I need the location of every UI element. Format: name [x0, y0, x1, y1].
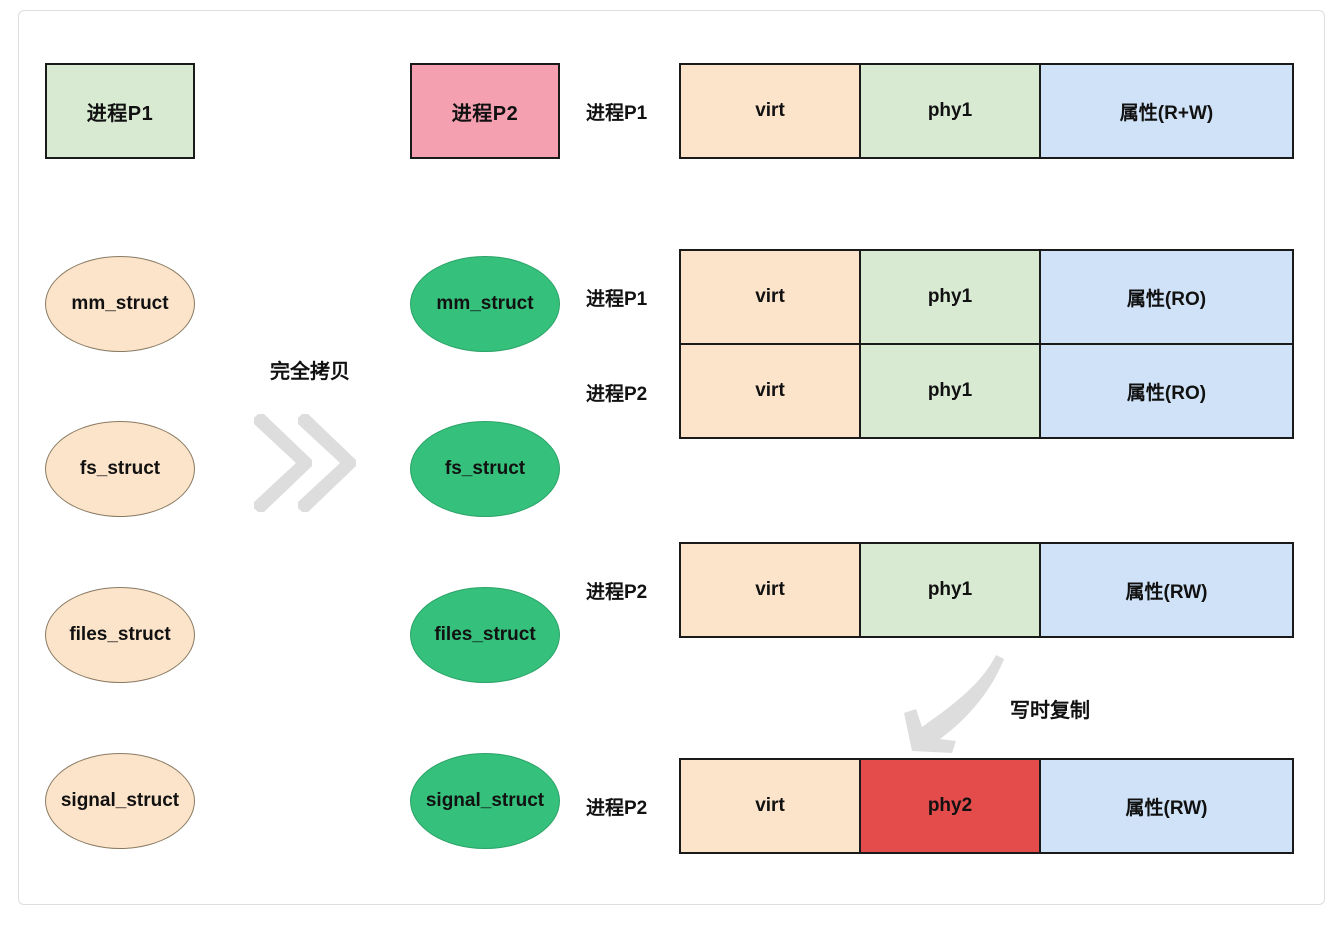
memory-map-row: 进程P1 virt phy1 属性(R+W)	[586, 63, 1294, 159]
struct-label: signal_struct	[60, 790, 180, 811]
memory-map-cell-phy: phy1	[859, 249, 1041, 345]
struct-label: files_struct	[69, 624, 171, 645]
memory-map-cell-virt: virt	[679, 758, 861, 854]
full-copy-label: 完全拷贝	[270, 361, 350, 383]
struct-label: fs_struct	[79, 458, 161, 479]
memory-map-cell-phy: phy1	[859, 542, 1041, 638]
memory-map-row: 进程P2 virt phy1 属性(RO)	[586, 343, 1294, 439]
struct-label: mm_struct	[436, 293, 534, 314]
memory-map-cell-phy: phy1	[859, 63, 1041, 159]
process-box-p1-label: 进程P1	[86, 102, 154, 125]
memory-map-cell-attr: 属性(RW)	[1039, 542, 1294, 638]
struct-ellipse-copy-signal: signal_struct	[410, 753, 560, 849]
process-box-p2-label: 进程P2	[451, 102, 519, 125]
curved-arrow-down-left-icon	[904, 655, 1004, 753]
memory-map-row-process-label: 进程P2	[586, 383, 648, 405]
memory-map-cell-virt: virt	[679, 63, 861, 159]
memory-map-cell-attr: 属性(RO)	[1039, 249, 1294, 345]
memory-map-cell-virt: virt	[679, 343, 861, 439]
process-box-p2: 进程P2	[410, 63, 560, 159]
struct-ellipse-source-mm: mm_struct	[45, 256, 195, 352]
memory-map-cell-attr: 属性(R+W)	[1039, 63, 1294, 159]
struct-label: signal_struct	[425, 790, 545, 811]
memory-map-row: 进程P2 virt phy1 属性(RW)	[586, 542, 1294, 638]
memory-map-group-after-cow: 进程P2 virt phy2 属性(RW)	[586, 758, 1294, 854]
struct-ellipse-source-fs: fs_struct	[45, 421, 195, 517]
process-box-p1: 进程P1	[45, 63, 195, 159]
memory-map-group-after-fork: 进程P1 virt phy1 属性(RO) 进程P2 virt phy1 属性(…	[586, 249, 1294, 439]
memory-map-group-before-write: 进程P2 virt phy1 属性(RW)	[586, 542, 1294, 638]
double-chevron-right-icon	[254, 414, 356, 512]
memory-map-row-process-label: 进程P2	[586, 797, 648, 819]
memory-map-row: 进程P1 virt phy1 属性(RO)	[586, 249, 1294, 345]
struct-label: files_struct	[434, 624, 536, 645]
page-frame	[18, 10, 1325, 905]
memory-map-cell-phy: phy2	[859, 758, 1041, 854]
memory-map-group-initial: 进程P1 virt phy1 属性(R+W)	[586, 63, 1294, 159]
memory-map-cell-attr: 属性(RW)	[1039, 758, 1294, 854]
memory-map-row-process-label: 进程P1	[586, 102, 648, 124]
struct-ellipse-source-files: files_struct	[45, 587, 195, 683]
memory-map-row: 进程P2 virt phy2 属性(RW)	[586, 758, 1294, 854]
memory-map-row-process-label: 进程P2	[586, 581, 648, 603]
struct-label: mm_struct	[71, 293, 169, 314]
struct-ellipse-copy-fs: fs_struct	[410, 421, 560, 517]
struct-ellipse-copy-mm: mm_struct	[410, 256, 560, 352]
memory-map-cell-phy: phy1	[859, 343, 1041, 439]
copy-on-write-label: 写时复制	[1010, 700, 1090, 722]
memory-map-cell-virt: virt	[679, 542, 861, 638]
memory-map-cell-attr: 属性(RO)	[1039, 343, 1294, 439]
memory-map-cell-virt: virt	[679, 249, 861, 345]
struct-label: fs_struct	[444, 458, 526, 479]
struct-ellipse-source-signal: signal_struct	[45, 753, 195, 849]
struct-ellipse-copy-files: files_struct	[410, 587, 560, 683]
memory-map-row-process-label: 进程P1	[586, 288, 648, 310]
